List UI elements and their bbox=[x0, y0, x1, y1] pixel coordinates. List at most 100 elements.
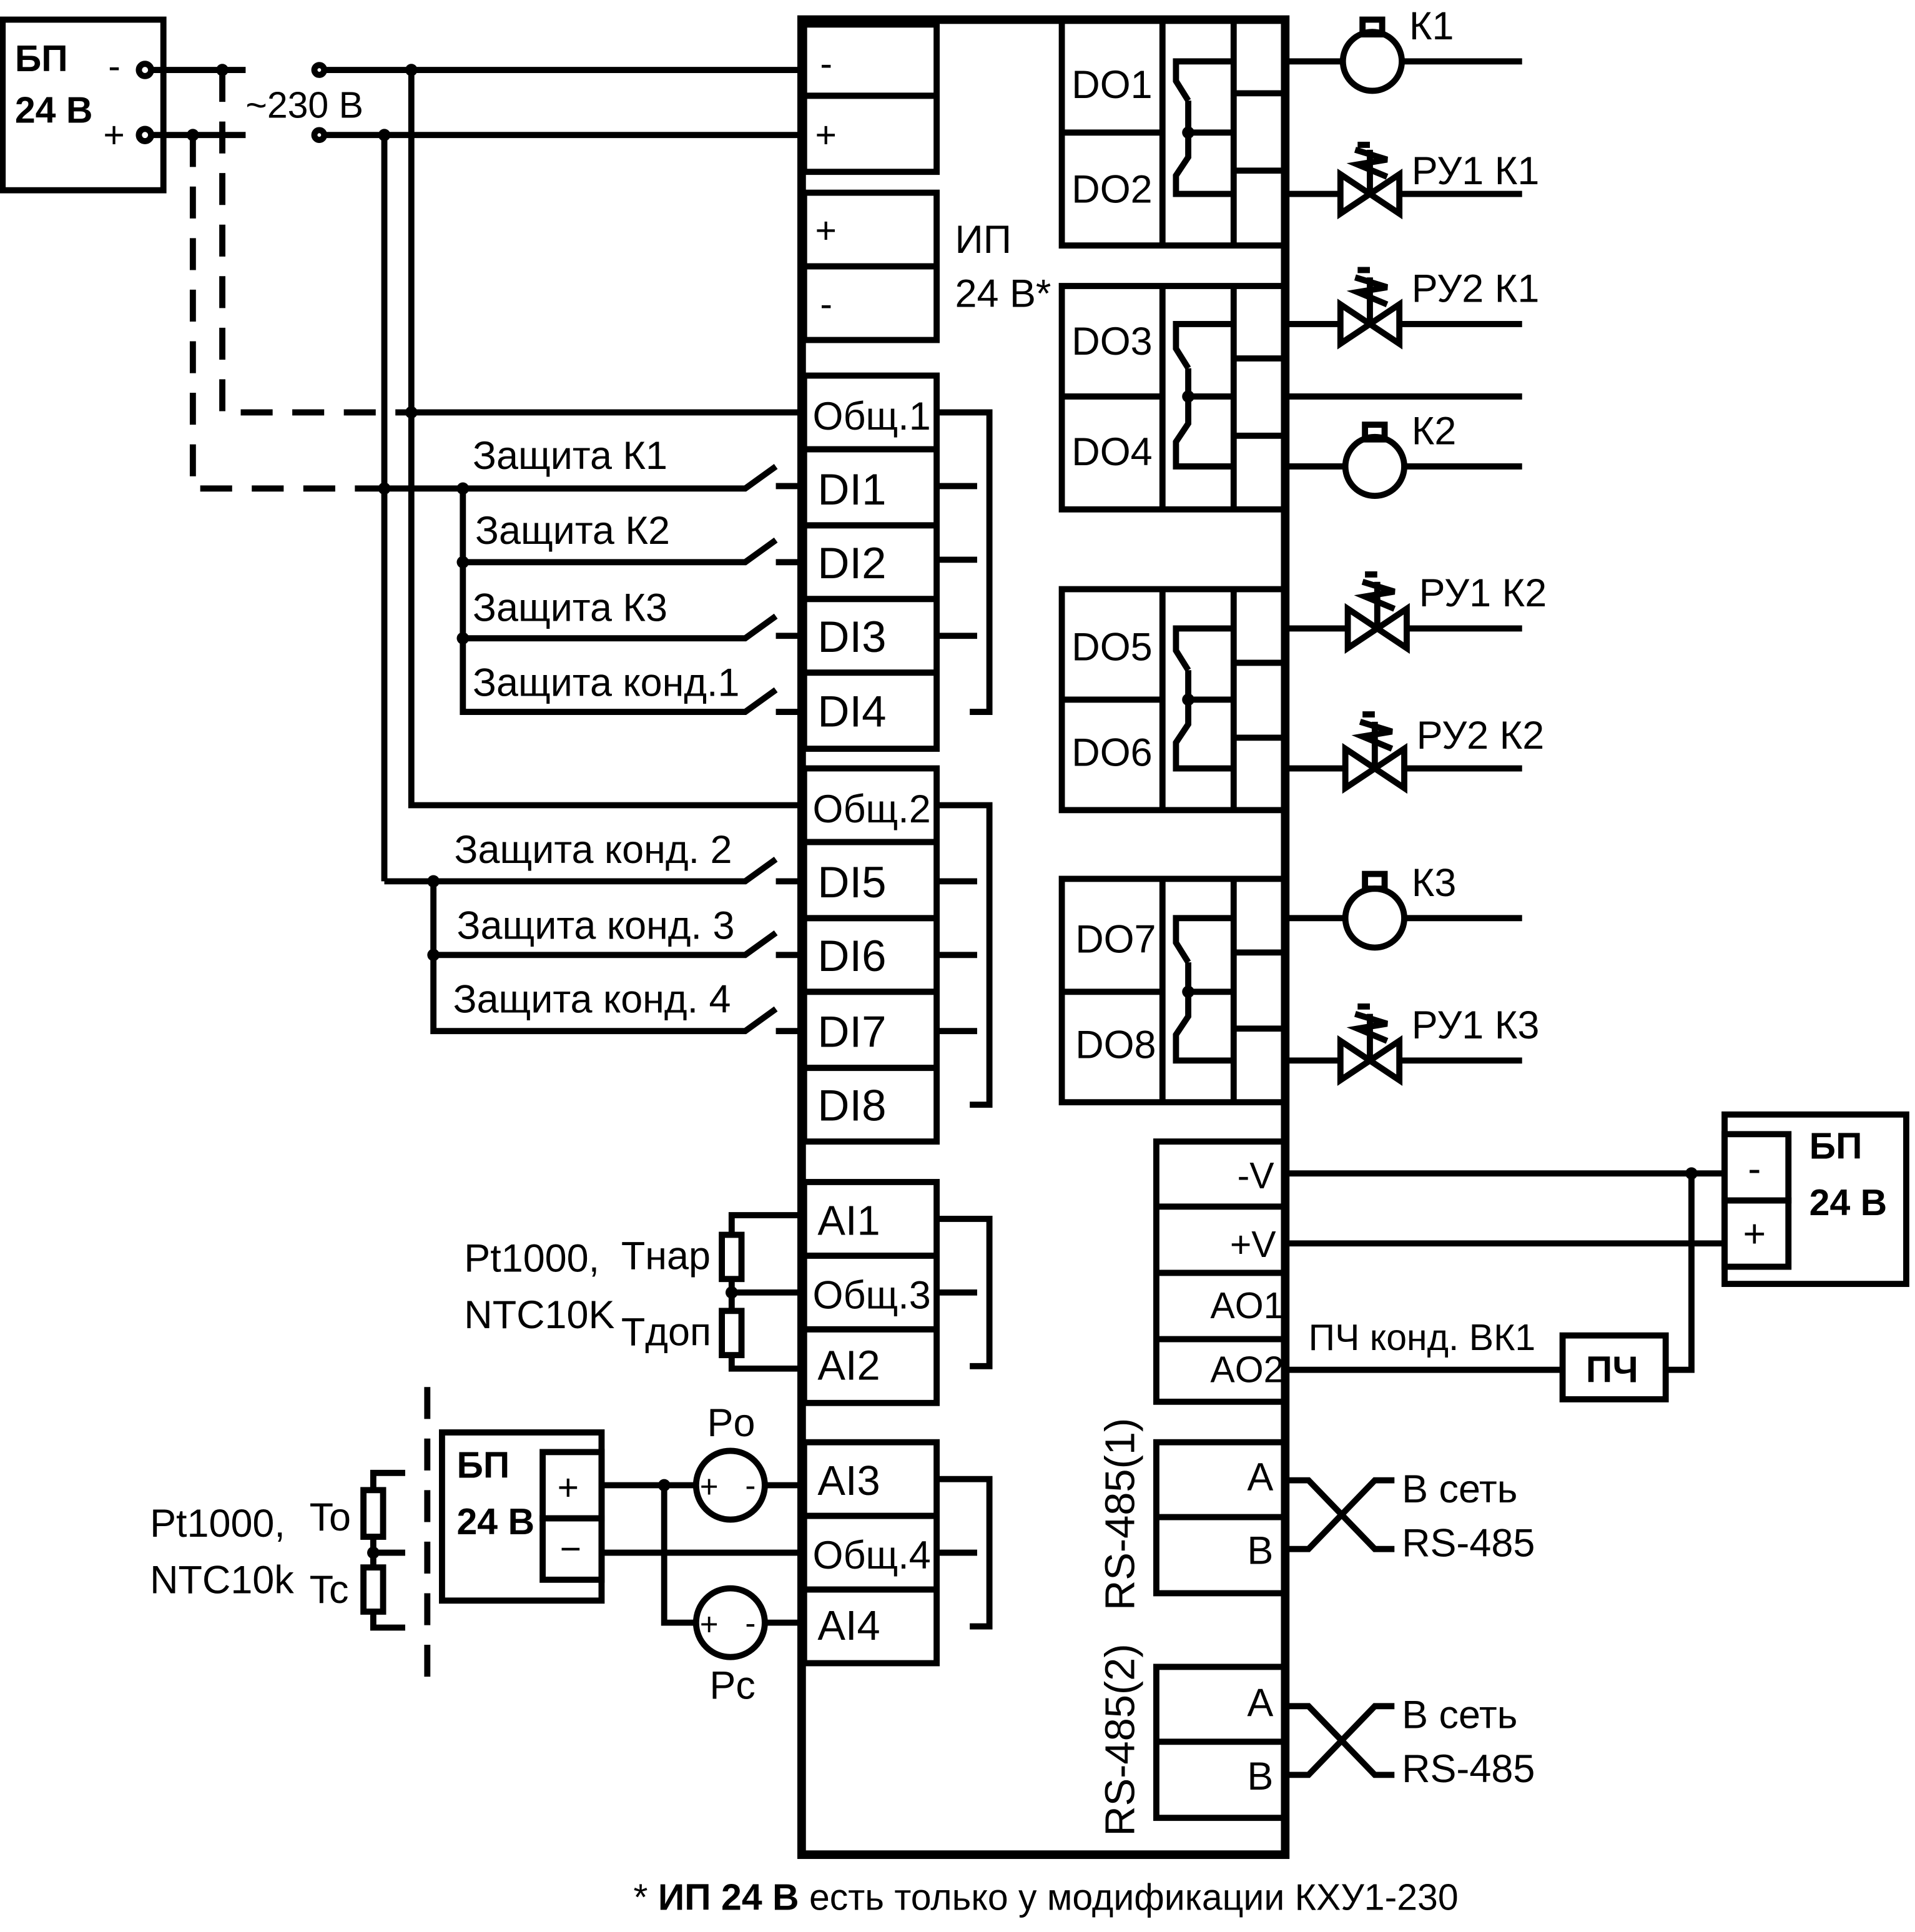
rs485-1-net-line1: В сеть bbox=[1402, 1467, 1517, 1511]
di3-signal: Защита К3 bbox=[473, 586, 667, 630]
internal-psu: + - ИП 24 В* bbox=[800, 189, 1051, 343]
valve-ru1-k2-icon bbox=[1285, 571, 1522, 654]
terminal-di2: DI2 bbox=[817, 538, 886, 588]
di5-signal: Защита конд. 2 bbox=[455, 828, 732, 872]
terminal-common-2: Общ.2 bbox=[813, 787, 931, 831]
compressor-k3-icon bbox=[1285, 870, 1522, 951]
valve-ru2-k2-icon bbox=[1285, 711, 1522, 794]
sensor-tdop-label: Tдоп bbox=[621, 1310, 711, 1354]
controller-supply-terminals: - + bbox=[800, 21, 940, 175]
relay-block-3: DO5 DO6 bbox=[1058, 586, 1289, 814]
footnote-bold: ИП 24 В bbox=[658, 1878, 799, 1918]
supply-minus: - bbox=[820, 44, 832, 84]
pressure-sensor-pc: + - Pc bbox=[692, 1585, 768, 1708]
svg-text:+: + bbox=[700, 1606, 719, 1642]
psu-ai-plus: + bbox=[558, 1467, 579, 1508]
load-ru1-k1: РУ1 К1 bbox=[1412, 149, 1540, 193]
load-k3: К3 bbox=[1412, 861, 1457, 905]
psu-ai-voltage: 24 В bbox=[456, 1502, 534, 1542]
terminal-do2: DO2 bbox=[1071, 167, 1152, 211]
psu-ai-minus: − bbox=[560, 1529, 581, 1569]
sensor-tc-label: Tc bbox=[310, 1568, 349, 1612]
terminal-common-1: Общ.1 bbox=[813, 395, 931, 438]
terminal-do5: DO5 bbox=[1071, 626, 1152, 669]
valve-ru1-k3-icon bbox=[1285, 1003, 1522, 1086]
terminal-do1: DO1 bbox=[1071, 63, 1152, 107]
footnote-rest: есть только у модификации КХУ1-230 bbox=[799, 1878, 1459, 1918]
ai2-sensor-type-line2: NTC10k bbox=[150, 1558, 294, 1602]
load-k1: К1 bbox=[1409, 4, 1454, 48]
psu-top-left-title: БП bbox=[15, 39, 68, 79]
rs485-2-net-line1: В сеть bbox=[1402, 1693, 1517, 1737]
resistor-icon bbox=[360, 1564, 386, 1615]
di4-signal: Защита конд.1 bbox=[473, 661, 739, 705]
psu-right: - + БП 24 В bbox=[1721, 1111, 1909, 1288]
vfd-box: ПЧ bbox=[1559, 1332, 1669, 1402]
resistor-icon bbox=[360, 1487, 386, 1540]
terminal-do3: DO3 bbox=[1071, 320, 1152, 363]
svg-text:-: - bbox=[745, 1605, 756, 1640]
psu-right-title: БП bbox=[1809, 1126, 1863, 1167]
terminal-di7: DI7 bbox=[817, 1007, 886, 1057]
terminal-plus-v: +V bbox=[1230, 1225, 1276, 1265]
resistor-icon bbox=[719, 1231, 745, 1283]
rs485-1-a: A bbox=[1247, 1455, 1273, 1499]
load-k2: К2 bbox=[1412, 410, 1457, 453]
di2-signal: Защита К2 bbox=[475, 509, 670, 553]
psu-ai: БП 24 В + − bbox=[438, 1429, 605, 1604]
di6-signal: Защита конд. 3 bbox=[456, 904, 734, 948]
terminal-do6: DO6 bbox=[1071, 731, 1152, 775]
analog-output-block: -V +V AO1 AO2 bbox=[1153, 1138, 1289, 1405]
compressor-k2-icon bbox=[1285, 421, 1522, 500]
supply-plus: + bbox=[815, 115, 836, 155]
psu-top-left-minus: - bbox=[108, 46, 121, 87]
terminal-di3: DI3 bbox=[817, 612, 886, 661]
footnote-prefix: * bbox=[634, 1878, 658, 1918]
terminal-ai1: AI1 bbox=[817, 1198, 880, 1244]
compressor-k1-icon bbox=[1285, 16, 1522, 94]
psu-right-voltage: 24 В bbox=[1809, 1183, 1888, 1223]
sensor-to-label: To bbox=[310, 1496, 351, 1539]
terminal-ao2: AO2 bbox=[1210, 1349, 1284, 1390]
psu-top-left: БП 24 В - + bbox=[0, 16, 167, 194]
ai1-sensor-type-line2: NTC10K bbox=[464, 1293, 614, 1337]
vfd-label: ПЧ bbox=[1586, 1349, 1638, 1390]
internal-psu-minus: - bbox=[820, 284, 832, 325]
rs485-port-2: A B RS-485(2) bbox=[1098, 1644, 1289, 1836]
load-ru1-k2: РУ1 К2 bbox=[1419, 571, 1547, 615]
terminal-do7: DO7 bbox=[1075, 917, 1156, 961]
terminal-ao1: AO1 bbox=[1210, 1286, 1284, 1326]
terminal-di1: DI1 bbox=[817, 465, 886, 514]
terminal-di4: DI4 bbox=[817, 687, 886, 736]
ai1-sensor-type-line1: Pt1000, bbox=[464, 1236, 599, 1280]
di1-signal: Защита К1 bbox=[473, 434, 667, 478]
terminal-ai3: AI3 bbox=[817, 1458, 880, 1504]
terminal-icon bbox=[135, 61, 154, 79]
terminal-ai4: AI4 bbox=[817, 1603, 880, 1649]
relay-block-2: DO3 DO4 bbox=[1058, 283, 1289, 513]
terminal-do4: DO4 bbox=[1071, 430, 1152, 474]
rs485-2-a: A bbox=[1247, 1681, 1273, 1725]
ai2-sensor-type-line1: Pt1000, bbox=[150, 1502, 285, 1545]
ai-group-2: AI3 Общ.4 AI4 bbox=[800, 1439, 993, 1667]
psu-right-plus: + bbox=[1743, 1212, 1766, 1256]
internal-psu-voltage: 24 В* bbox=[955, 272, 1051, 315]
rs485-2-net-line2: RS-485 bbox=[1402, 1747, 1535, 1791]
load-ru1-k3: РУ1 К3 bbox=[1412, 1003, 1540, 1047]
sensor-tnar-label: Tнар bbox=[621, 1235, 711, 1278]
rs485-1-net-line2: RS-485 bbox=[1402, 1521, 1535, 1565]
resistor-icon bbox=[719, 1308, 745, 1359]
ai-group-1: AI1 Общ.3 AI2 bbox=[800, 1179, 993, 1406]
mains-label: ~230 В bbox=[245, 86, 363, 126]
terminal-di8: DI8 bbox=[817, 1081, 886, 1130]
terminal-minus-v: -V bbox=[1238, 1156, 1275, 1196]
terminal-common-3: Общ.3 bbox=[813, 1273, 931, 1317]
rs485-port-1: A B RS-485(1) bbox=[1098, 1418, 1289, 1610]
psu-ai-title: БП bbox=[456, 1446, 510, 1486]
load-ru2-k2: РУ2 К2 bbox=[1417, 714, 1545, 757]
relay-block-4: DO7 DO8 bbox=[1058, 875, 1289, 1106]
footnote: * ИП 24 В есть только у модификации КХУ1… bbox=[634, 1878, 1459, 1918]
rs485-1-label: RS-485(1) bbox=[1098, 1418, 1144, 1610]
di-group-2: Общ.2 DI5 DI6 DI7 DI8 bbox=[800, 765, 993, 1145]
